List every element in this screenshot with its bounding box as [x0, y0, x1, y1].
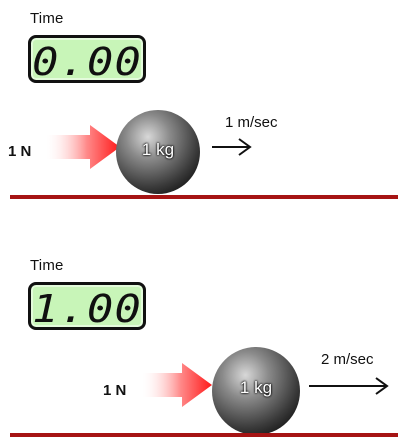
velocity-arrow-icon	[212, 138, 252, 156]
force-label: 1 N	[8, 143, 32, 160]
velocity-arrow-icon	[309, 377, 389, 395]
timer-display: 0.00	[28, 35, 146, 84]
time-label: Time	[30, 10, 64, 27]
mass-label: 1 kg	[239, 378, 273, 397]
ball-icon	[212, 347, 300, 435]
floor-line	[10, 195, 398, 199]
ball-icon	[116, 110, 200, 194]
mass-label: 1 kg	[141, 140, 175, 159]
force-label: 1 N	[103, 382, 127, 399]
floor-line	[10, 433, 398, 437]
velocity-label: 2 m/sec	[321, 351, 374, 368]
panel-time-zero: Time 0.00 1 N 1 kg 1 m/sec	[0, 0, 401, 219]
timer-display: 1.00	[28, 282, 146, 331]
timer-value: 1.00	[32, 287, 142, 331]
time-label: Time	[30, 257, 64, 274]
force-arrow-icon	[142, 363, 212, 407]
force-arrow-icon	[46, 125, 120, 169]
velocity-label: 1 m/sec	[225, 114, 278, 131]
panel-time-one: Time 1.00 1 N 1 kg 2 m/sec	[0, 219, 401, 438]
timer-value: 0.00	[32, 40, 142, 84]
